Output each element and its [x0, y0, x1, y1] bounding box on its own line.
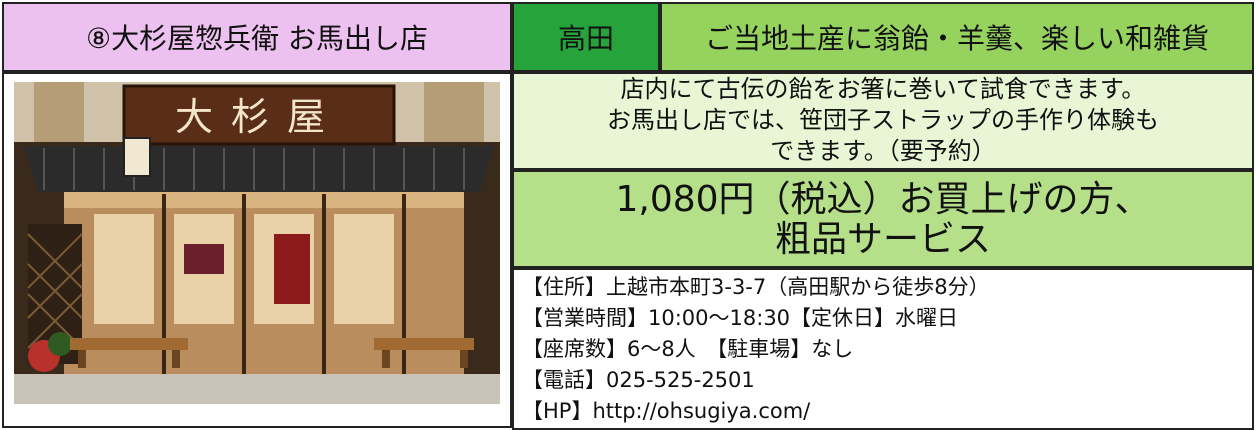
- offer-line: 1,080円（税込）お買上げの方、: [615, 179, 1151, 220]
- homepage-link[interactable]: 【HP】http://ohsugiya.com/: [522, 399, 811, 423]
- shop-photo-cell: 大杉屋: [2, 72, 512, 428]
- description-line: お馬出し店では、笹団子ストラップの手作り体験も: [607, 106, 1159, 134]
- info-cell: 【住所】上越市本町3-3-7（高田駅から徒歩8分） 【営業時間】10:00～18…: [512, 268, 1254, 430]
- shop-name-cell: ⑧大杉屋惣兵衛 お馬出し店: [2, 2, 512, 72]
- shop-photo: 大杉屋: [4, 74, 510, 426]
- offer-cell: 1,080円（税込）お買上げの方、 粗品サービス: [512, 170, 1254, 268]
- category-label: ご当地土産に翁飴・羊羹、楽しい和雑貨: [704, 22, 1209, 55]
- area-label: 高田: [557, 22, 614, 55]
- seats-parking-text: 【座席数】6～8人 【駐車場】なし: [522, 337, 854, 361]
- description-line: 店内にて古伝の飴をお箸に巻いて試食できます。: [620, 75, 1146, 103]
- description-line: できます。（要予約）: [770, 137, 996, 165]
- category-cell: ご当地土産に翁飴・羊羹、楽しい和雑貨: [660, 2, 1254, 72]
- address-text: 【住所】上越市本町3-3-7（高田駅から徒歩8分）: [522, 275, 990, 299]
- shop-name: ⑧大杉屋惣兵衛 お馬出し店: [85, 22, 428, 55]
- offer-line: 粗品サービス: [774, 219, 991, 260]
- hours-text: 【営業時間】10:00～18:30【定休日】水曜日: [522, 306, 959, 330]
- sign-text: 大杉屋: [175, 95, 343, 139]
- area-cell: 高田: [512, 2, 660, 72]
- phone-text: 【電話】025-525-2501: [522, 368, 755, 392]
- description-cell: 店内にて古伝の飴をお箸に巻いて試食できます。 お馬出し店では、笹団子ストラップの…: [512, 72, 1254, 170]
